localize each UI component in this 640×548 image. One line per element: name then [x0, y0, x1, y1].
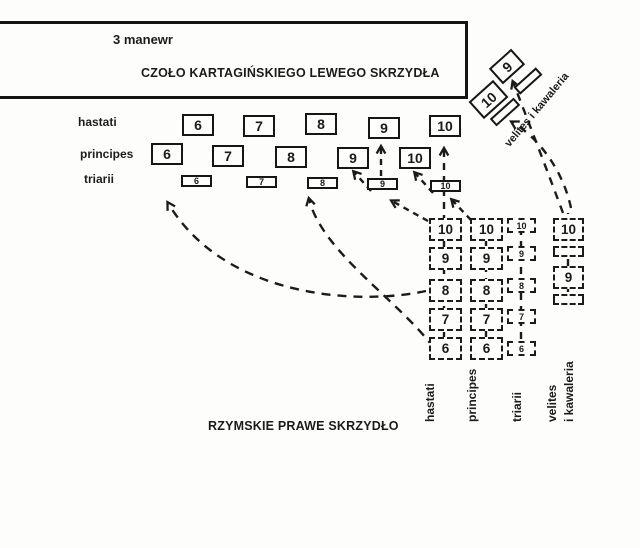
hastati-unit-7: 7	[243, 115, 275, 137]
grid-triarii-9: 9	[507, 246, 536, 261]
column-label-triarii: triarii	[510, 391, 524, 422]
grid-velites-10: 10	[553, 218, 584, 241]
grid-principes-8: 8	[470, 279, 503, 302]
grid-hastati-8: 8	[429, 279, 462, 302]
maneuver-number-label: 3 manewr	[113, 32, 173, 47]
grid-triarii-7: 7	[507, 309, 536, 324]
principes-unit-9: 9	[337, 147, 369, 169]
grid-principes-9: 9	[470, 247, 503, 270]
roman-right-wing-caption: RZYMSKIE PRAWE SKRZYDŁO	[208, 419, 399, 433]
grid-velites-screen-a	[553, 246, 584, 257]
grid-hastati-9: 9	[429, 247, 462, 270]
column-label-hastati: hastati	[423, 383, 437, 422]
arrow-grid8-to-left-flank	[166, 200, 427, 298]
triarii-unit-7: 7	[246, 176, 277, 188]
column-label-velites: velites	[545, 384, 559, 422]
arrow-grid-velites-to-flank-b	[509, 120, 573, 209]
arrow-grid-velites-to-flank-a	[510, 78, 565, 214]
grid-principes-7: 7	[470, 308, 503, 331]
triarii-unit-8: 8	[307, 177, 338, 189]
grid-principes-10: 10	[470, 218, 503, 241]
grid-hastati-6: 6	[429, 337, 462, 360]
triarii-unit-6: 6	[181, 175, 212, 187]
hastati-unit-8: 8	[305, 113, 337, 135]
grid-hastati-10: 10	[429, 218, 462, 241]
grid-triarii-6: 6	[507, 341, 536, 356]
row-label-principes: principes	[80, 147, 134, 161]
carthaginian-left-wing-title: CZOŁO KARTAGIŃSKIEGO LEWEGO SKRZYDŁA	[141, 66, 440, 80]
column-label-principes: principes	[465, 368, 479, 422]
grid-triarii-8: 8	[507, 278, 536, 293]
hastati-unit-9: 9	[368, 117, 400, 139]
principes-unit-7: 7	[212, 145, 244, 167]
principes-unit-10: 10	[399, 147, 431, 169]
column-label-kawaleria: i kawaleria	[562, 361, 576, 422]
arrow-grid10-to-triarii9	[389, 199, 429, 223]
arrow-grid-principes10-to-triarii10	[449, 197, 472, 221]
hastati-unit-6: 6	[182, 114, 214, 136]
principes-unit-6: 6	[151, 143, 183, 165]
grid-hastati-7: 7	[429, 308, 462, 331]
row-label-triarii: triarii	[84, 172, 115, 186]
triarii-unit-9: 9	[367, 178, 398, 190]
grid-triarii-10: 10	[507, 218, 536, 233]
grid-velites-9: 9	[553, 266, 584, 289]
header-box: 3 manewr CZOŁO KARTAGIŃSKIEGO LEWEGO SKR…	[0, 21, 468, 99]
hastati-unit-10: 10	[429, 115, 461, 137]
principes-unit-8: 8	[275, 146, 307, 168]
grid-velites-screen-b	[553, 294, 584, 305]
grid-principes-6: 6	[470, 337, 503, 360]
row-label-hastati: hastati	[78, 115, 117, 129]
arrow-grid6-to-triarii8	[305, 195, 435, 349]
triarii-unit-10: 10	[430, 180, 461, 192]
